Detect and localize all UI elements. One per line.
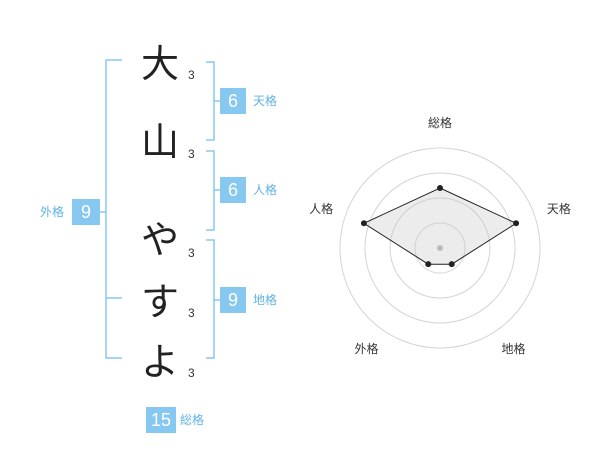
radar-ring [364, 172, 516, 324]
chikaku-label: 地格 [253, 293, 278, 307]
jinkaku-label: 人格 [253, 183, 278, 197]
radar-polygon [362, 187, 518, 265]
radar-ring [339, 147, 541, 349]
stroke-count-3: 3 [188, 246, 195, 260]
radar-axis-label-1: 総格 [427, 116, 452, 130]
radar-axis-label-5: 人格 [309, 202, 334, 217]
name-char-3: や [140, 218, 179, 262]
gaikaku-value: 9 [72, 199, 100, 225]
stroke-count-1: 3 [188, 68, 195, 82]
soukaku-value: 15 [146, 407, 176, 433]
tenkaku-value: 6 [220, 88, 246, 114]
name-char-4: す [140, 280, 179, 324]
soukaku-label: 総格 [180, 413, 205, 427]
radar-axis-label-3: 地格 [501, 342, 526, 357]
stroke-count-2: 3 [188, 147, 195, 161]
radar-point-4 [425, 261, 432, 268]
radar-point-2 [513, 220, 520, 227]
name-char-1: 大 [140, 42, 179, 86]
tenkaku-label: 天格 [253, 94, 278, 108]
jinkaku-value: 6 [220, 177, 246, 203]
stroke-count-4: 3 [188, 306, 195, 320]
radar-point-3 [448, 261, 455, 268]
name-char-5: よ [140, 340, 179, 384]
gaikaku-label: 外格 [40, 205, 65, 219]
stroke-count-5: 3 [188, 366, 195, 380]
gaikaku-bracket [105, 59, 122, 359]
radar-point-5 [360, 220, 367, 227]
radar-ring [414, 222, 466, 274]
chikaku-value: 9 [220, 287, 246, 313]
chikaku-bracket [206, 239, 215, 359]
radar-center [437, 245, 443, 251]
radar-axis-label-2: 天格 [546, 202, 571, 217]
radar-ring [389, 197, 491, 299]
radar-point-1 [437, 185, 443, 191]
name-char-2: 山 [140, 120, 179, 164]
radar-axis-label-4: 外格 [354, 342, 379, 357]
